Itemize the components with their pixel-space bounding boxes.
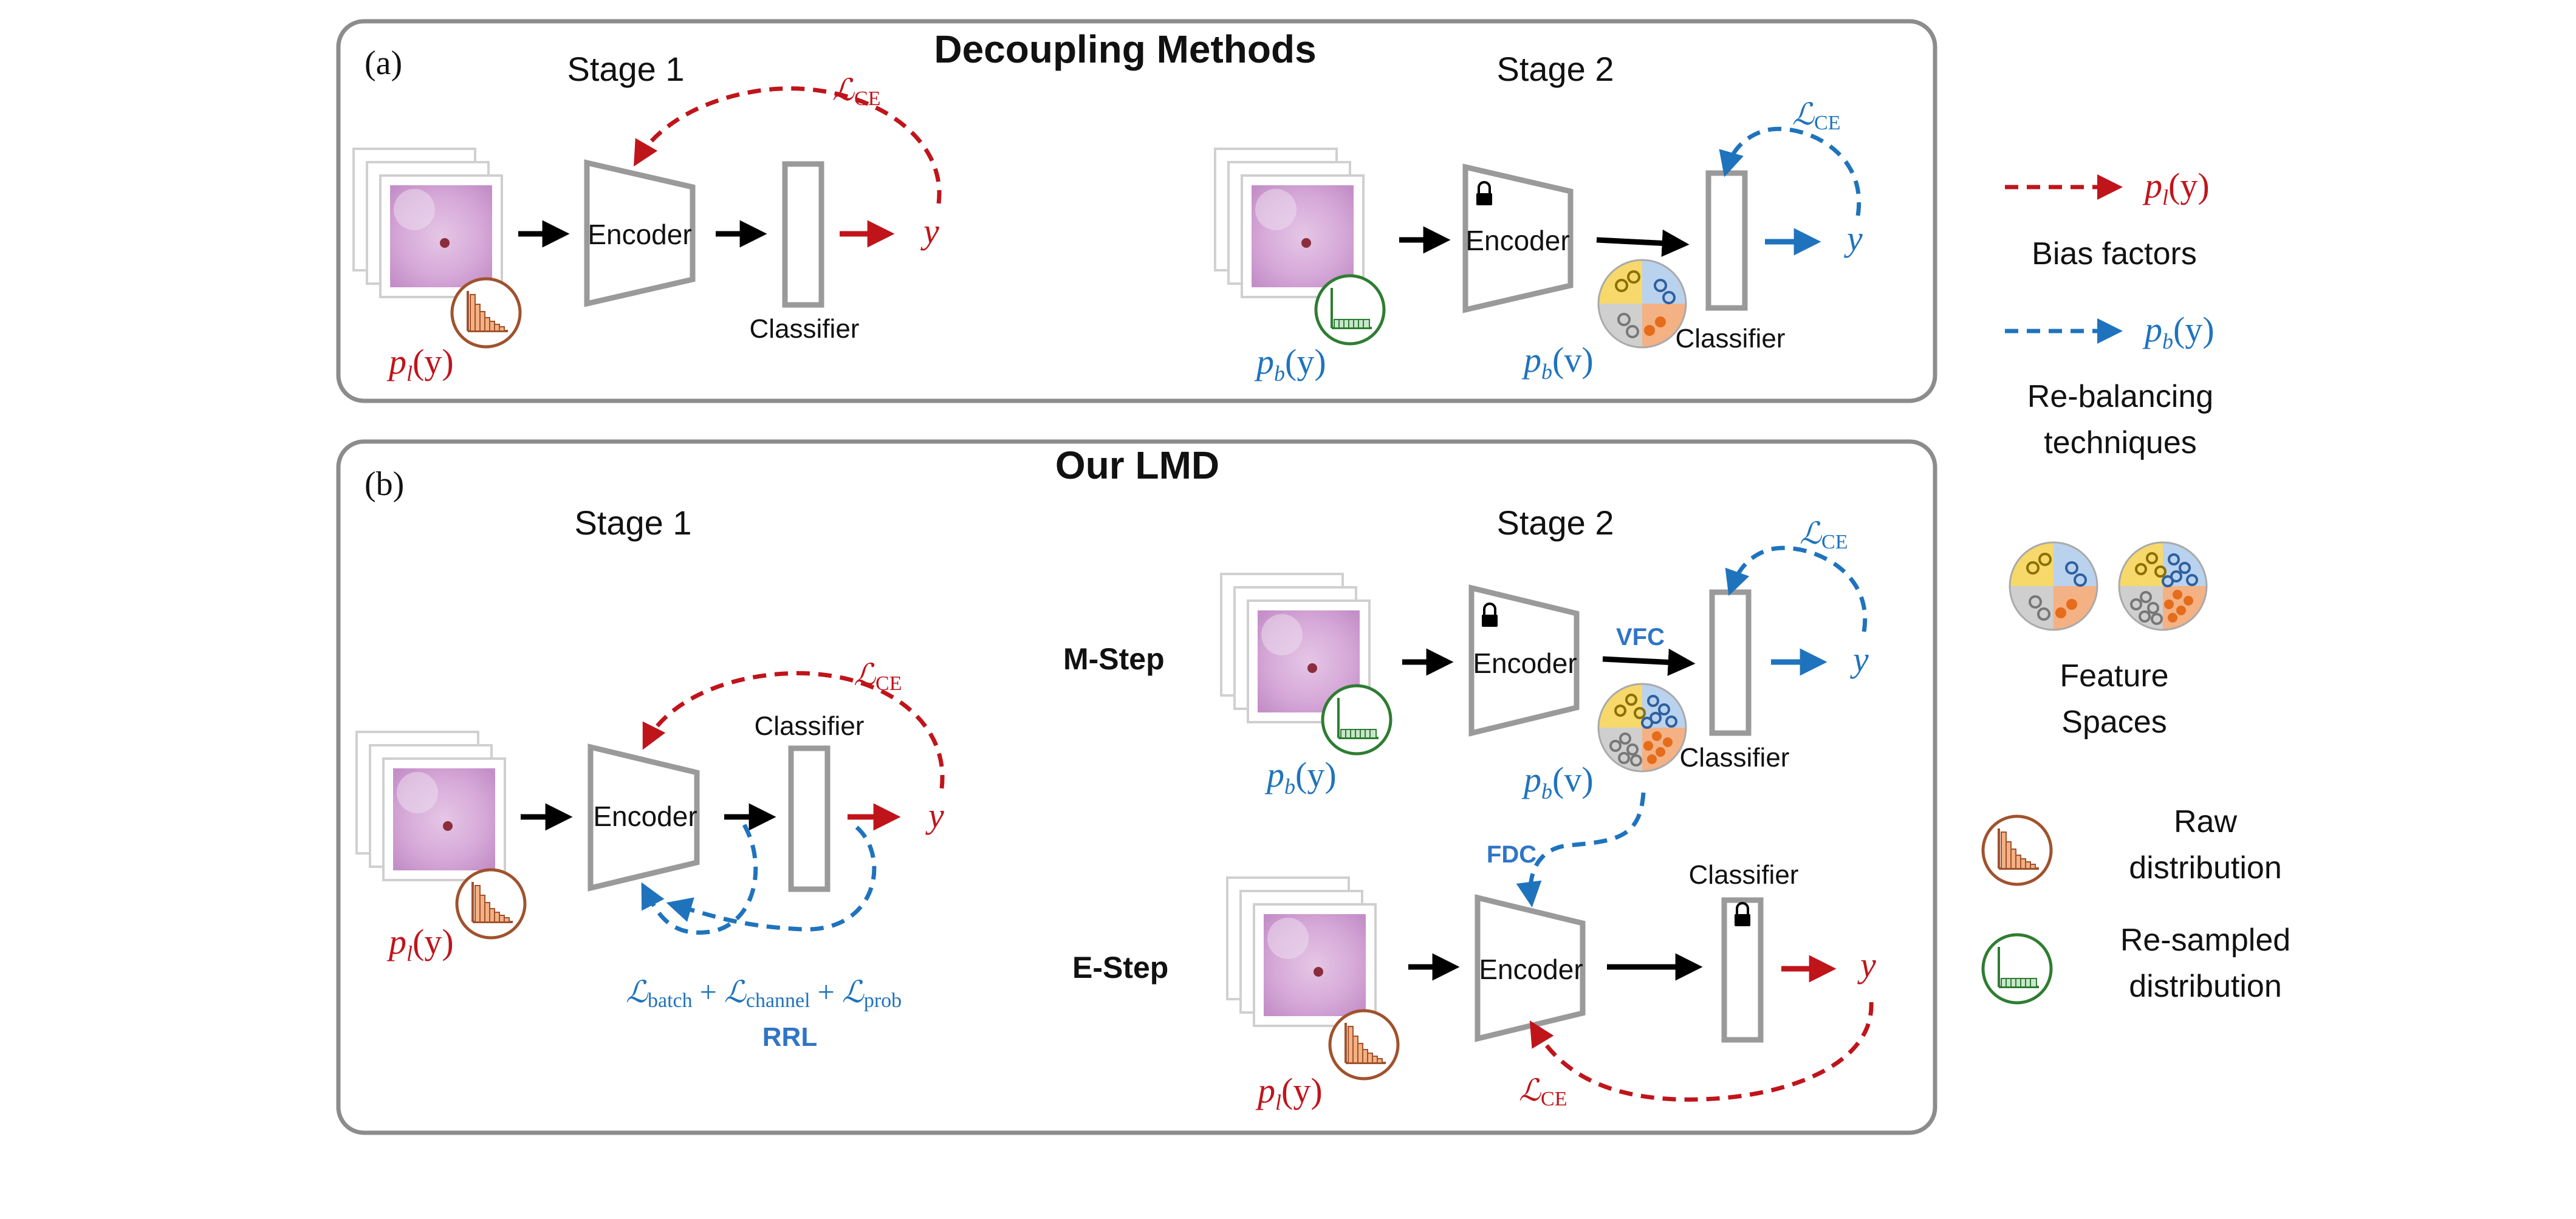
loss-ce-feedback-arrow: [1529, 1002, 1874, 1102]
raw-distribution-icon: [1330, 1011, 1398, 1079]
loss-ce-label: ℒCE: [1800, 516, 1848, 553]
y-label: y: [1857, 945, 1876, 985]
pl-y-label: pl(y): [386, 922, 454, 966]
fdc-label: FDC: [1487, 841, 1536, 868]
encoder-label: Encoder: [1473, 647, 1577, 679]
legend-feature-space-icon: [2009, 541, 2098, 631]
classifier-label: Classifier: [755, 711, 865, 741]
resampled-distribution-icon: [1323, 686, 1391, 754]
legend-raw-line2: distribution: [2129, 850, 2281, 886]
rrl-loss-equation: ℒbatch+ℒchannel+ℒprob: [626, 975, 902, 1012]
pl-y-label: pl(y): [386, 342, 454, 386]
raw-distribution-icon: [457, 870, 525, 938]
y-label: y: [1850, 640, 1869, 679]
classifier-shape: [1709, 589, 1752, 736]
panel-b-stage1-label: Stage 1: [574, 504, 691, 542]
classifier-shape: [782, 161, 824, 308]
y-label: y: [925, 796, 944, 835]
legend-raw-distribution-icon: [1983, 816, 2051, 884]
classifier-shape: [788, 745, 831, 892]
panel-a-stage2-label: Stage 2: [1496, 50, 1614, 88]
panel-b-stage2-label: Stage 2: [1496, 504, 1614, 542]
e-step-label: E-Step: [1072, 951, 1168, 985]
panel-b-box: [336, 439, 1937, 1135]
rrl-label: RRL: [762, 1022, 817, 1052]
legend-bias-factors: Bias factors: [2032, 236, 2197, 271]
rrl-loop-arrow: [666, 825, 877, 932]
input-image-stack: [355, 731, 506, 881]
resampled-distribution-icon: [1316, 276, 1384, 344]
legend-pb-y: pb(y): [2142, 310, 2215, 353]
pb-y-label: pb(y): [1254, 342, 1326, 386]
encoder-shape: [584, 159, 696, 307]
loss-ce-label: ℒCE: [1519, 1073, 1567, 1110]
pb-y-label: pb(y): [1264, 755, 1337, 799]
classifier-label: Classifier: [750, 314, 860, 344]
y-label: y: [920, 211, 939, 251]
classifier-shape: [1705, 170, 1748, 311]
legend-resampled-line2: distribution: [2129, 969, 2281, 1004]
loss-ce-feedback-arrow: [633, 86, 942, 204]
encoder-label: Encoder: [1479, 954, 1583, 985]
loss-ce-feedback-arrow: [642, 671, 945, 789]
encoder-label: Encoder: [1465, 225, 1569, 256]
feature-space-icon: [1597, 683, 1687, 773]
pb-v-label: pb(v): [1521, 760, 1594, 804]
arrow-encoder-to-classifier: [1602, 648, 1696, 676]
raw-distribution-icon: [452, 279, 520, 347]
legend-raw-line1: Raw: [2174, 804, 2237, 839]
panel-b-label: (b): [365, 465, 404, 503]
classifier-label: Classifier: [1689, 860, 1799, 890]
y-label: y: [1844, 219, 1863, 258]
classifier-label: Classifier: [1680, 743, 1790, 773]
input-image-stack: [352, 148, 503, 298]
m-step-label: M-Step: [1063, 642, 1165, 676]
legend-feature-line2: Spaces: [2061, 705, 2167, 740]
input-image-stack: [1226, 876, 1377, 1027]
vfc-label: VFC: [1616, 624, 1665, 650]
legend-resampled-distribution-icon: [1983, 935, 2051, 1003]
legend-feature-space-icon: [2118, 541, 2208, 631]
loss-ce-feedback-arrow: [1725, 545, 1868, 632]
panel-a-label: (a): [365, 44, 402, 82]
legend-resampled-line1: Re-sampled: [2120, 923, 2290, 958]
pl-y-label: pl(y): [1255, 1071, 1323, 1115]
loss-ce-label: ℒCE: [854, 658, 902, 695]
legend-rebalancing-line1: Re-balancing: [2027, 379, 2213, 414]
arrow-encoder-to-classifier: [1596, 229, 1690, 257]
panel-a-box: [336, 19, 1937, 403]
legend-feature-line1: Feature: [2060, 658, 2168, 694]
pb-v-label: pb(v): [1521, 340, 1594, 384]
panel-b-title: Our LMD: [1055, 443, 1219, 487]
panel-a-title: Decoupling Methods: [934, 27, 1316, 71]
panel-a-stage1-label: Stage 1: [567, 50, 684, 88]
loss-ce-label: ℒCE: [832, 73, 880, 110]
fdc-arrow: [1516, 792, 1646, 907]
loss-ce-feedback-arrow: [1719, 126, 1862, 216]
loss-ce-label: ℒCE: [1792, 97, 1840, 134]
legend-rebalancing-line2: techniques: [2044, 425, 2197, 460]
feature-space-icon: [1597, 259, 1687, 349]
encoder-shape: [587, 743, 700, 892]
encoder-shape: [1475, 894, 1586, 1042]
encoder-label: Encoder: [587, 219, 691, 250]
classifier-label: Classifier: [1676, 324, 1786, 353]
input-image-stack: [1214, 148, 1365, 298]
legend-pl-y: pl(y): [2142, 166, 2210, 210]
encoder-shape-locked: [1468, 584, 1580, 737]
encoder-label: Encoder: [593, 801, 697, 832]
